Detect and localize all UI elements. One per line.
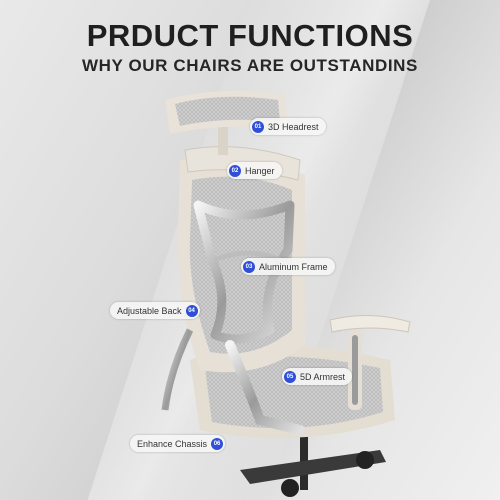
page-subtitle: WHY OUR CHAIRS ARE OUTSTANDINS bbox=[82, 56, 418, 75]
chair-base bbox=[240, 430, 386, 497]
callout-label: Adjustable Back bbox=[117, 305, 182, 316]
callout-3d-headrest: 01 3D Headrest bbox=[250, 118, 326, 135]
badge-number: 03 bbox=[243, 260, 255, 273]
callout-hanger: 02 Hanger bbox=[227, 162, 282, 179]
callout-label: Enhance Chassis bbox=[137, 438, 208, 449]
callout-5d-armrest: 05 5D Armrest bbox=[282, 368, 353, 385]
badge-number: 02 bbox=[229, 164, 241, 177]
callout-aluminum-frame: 03 Aluminum Frame bbox=[241, 258, 335, 275]
callout-label: Aluminum Frame bbox=[259, 261, 328, 272]
callout-label: 3D Headrest bbox=[268, 121, 319, 132]
chair-backrest bbox=[177, 157, 305, 373]
page-title: PRDUCT FUNCTIONS bbox=[86, 18, 414, 53]
callout-enhance-chassis: Enhance Chassis 06 bbox=[130, 435, 226, 452]
badge-number: 06 bbox=[211, 437, 224, 450]
chair-left-support bbox=[161, 328, 305, 435]
callout-label: Hanger bbox=[245, 165, 275, 176]
badge-number: 05 bbox=[284, 370, 296, 383]
badge-number: 04 bbox=[185, 304, 198, 317]
badge-number: 01 bbox=[252, 120, 264, 133]
callout-label: 5D Armrest bbox=[300, 371, 346, 382]
chair-right-armrest bbox=[329, 315, 411, 410]
callout-adjustable-back: Adjustable Back 04 bbox=[110, 302, 200, 319]
